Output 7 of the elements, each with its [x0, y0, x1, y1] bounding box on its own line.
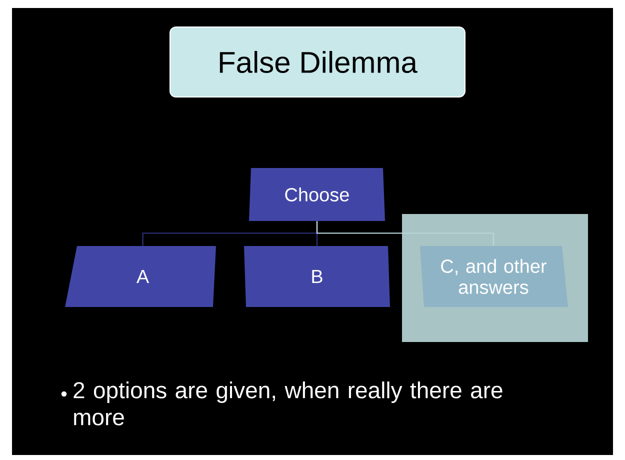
option-box: Choose — [249, 168, 385, 221]
connector-line — [316, 221, 494, 246]
bullet-text: 2 options are given, when really there are more — [74, 382, 502, 426]
option-box: B — [244, 246, 390, 307]
option-box: C, and other answers — [420, 246, 568, 307]
option-box: A — [65, 246, 216, 307]
title-box: False Dilemma — [170, 26, 466, 98]
